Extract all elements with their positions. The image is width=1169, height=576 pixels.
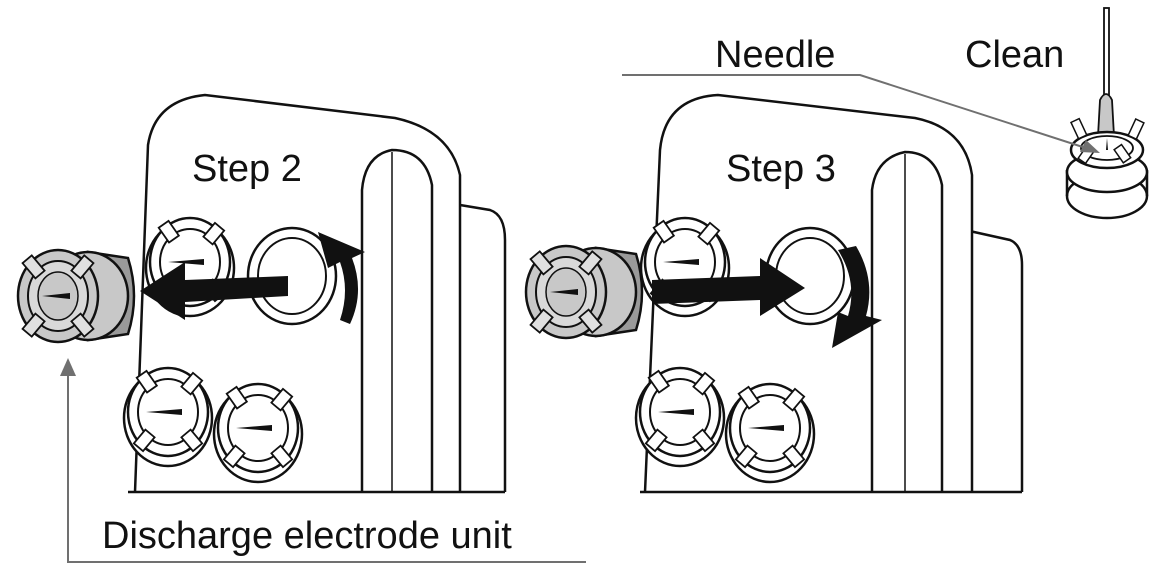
step2-pull-arrow [140,262,288,320]
step2-rotate-arrow [318,232,365,324]
step3-housing-groove [870,150,944,492]
clean-label: Clean [965,34,1065,76]
step3-label: Step 3 [726,148,836,190]
cleaned-unit [1065,117,1149,220]
step2-fitting-bottom-left [122,366,214,468]
step3-panel [524,93,1024,494]
needle-label: Needle [715,34,836,76]
clean-detail [1065,7,1149,220]
step3-fitting-bottom-right [724,382,816,484]
step3-fitting-bottom-left [634,366,726,468]
step2-housing-groove [360,148,434,492]
step2-empty-socket [246,226,338,326]
step2-label: Step 2 [192,148,302,190]
swab-stick [1103,7,1110,104]
step2-fitting-bottom-right [212,382,304,484]
step3-rotate-arrow [832,246,882,348]
step3-housing-side [964,228,1024,492]
step2-electrode-unit [16,248,136,344]
step3-electrode-unit [524,244,644,340]
step2-panel [16,93,507,494]
discharge-electrode-unit-label: Discharge electrode unit [102,515,512,557]
discharge-callout [60,358,586,563]
step3-insert-arrow [652,258,805,316]
needle-callout [622,74,1100,153]
